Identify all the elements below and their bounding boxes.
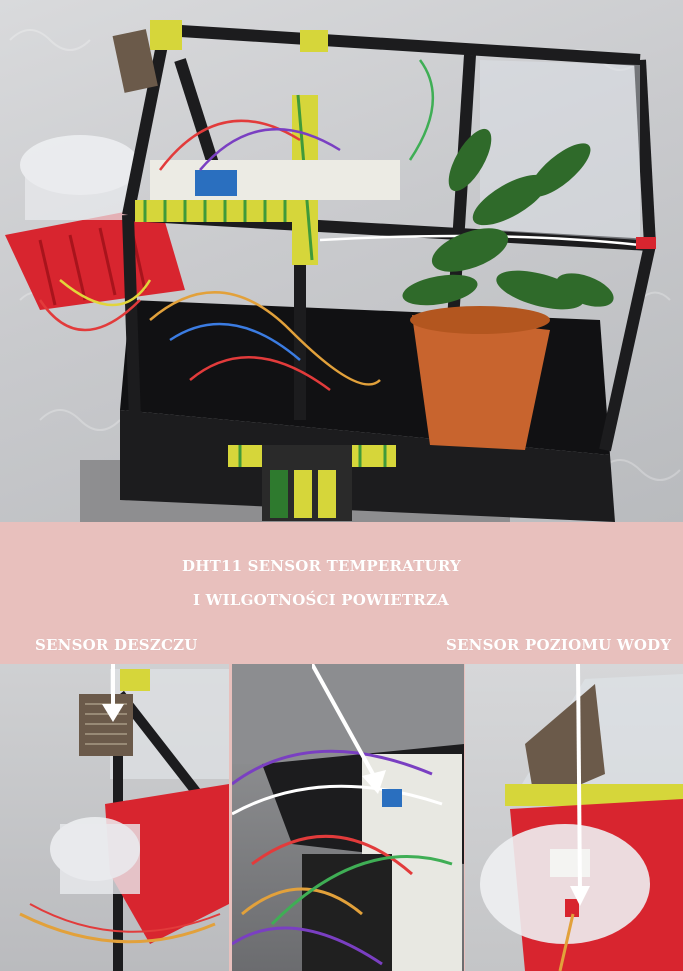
dht11-sensor-photo <box>232 664 464 971</box>
coffee-plant <box>402 128 614 450</box>
red-basket <box>5 205 185 310</box>
arrow-down-icon <box>102 664 124 722</box>
arrow-down-long-icon <box>570 664 590 906</box>
dht11-label-line2: I WILGOTNOŚCI POWIETRZA <box>193 591 449 609</box>
rain-sensor-illustration <box>19 669 229 971</box>
arrow-diagonal-icon <box>312 664 386 794</box>
rain-sensor-photo <box>0 664 229 971</box>
greenhouse-illustration <box>5 20 681 522</box>
rain-sensor-label: SENSOR DESZCZU <box>35 636 198 654</box>
dht11-illustration <box>232 664 464 971</box>
water-level-sensor-label: SENSOR POZIOMU WODY <box>446 636 672 654</box>
dht11-label-line1: DHT11 SENSOR TEMPERATURY <box>182 557 461 575</box>
greenhouse-photo <box>0 0 683 522</box>
label-band <box>0 522 683 664</box>
water-level-sensor-photo <box>465 664 683 971</box>
water-level-illustration <box>480 674 683 971</box>
